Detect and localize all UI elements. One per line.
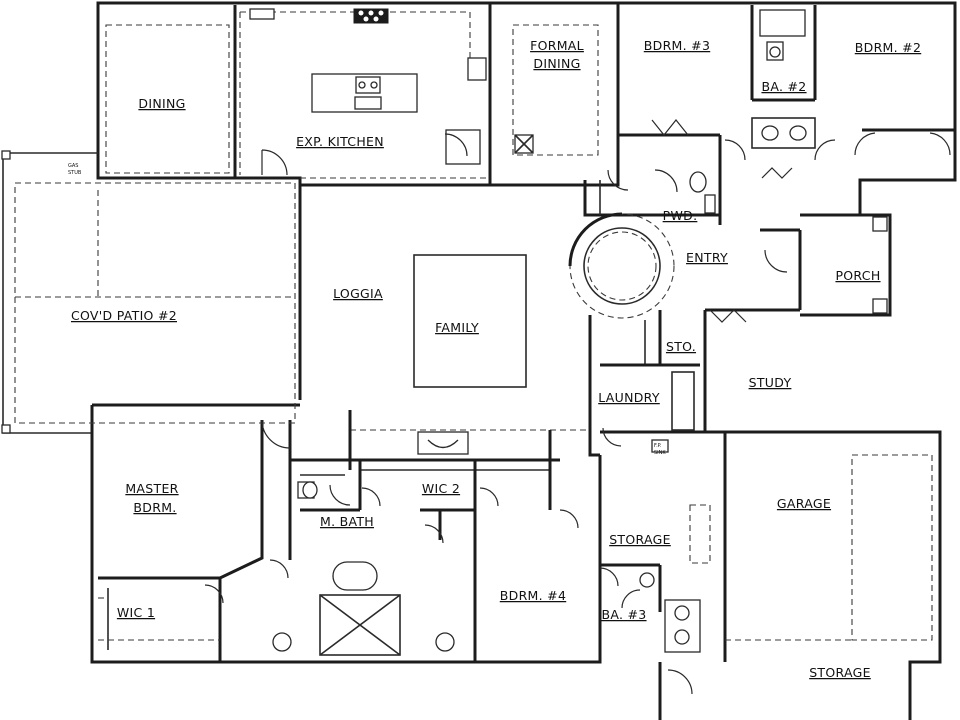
label-entry: ENTRY bbox=[686, 250, 728, 265]
label-laundry: LAUNDRY bbox=[598, 390, 660, 405]
label-storage-garage: STORAGE bbox=[809, 665, 871, 680]
label-master-bath: M. BATH bbox=[320, 514, 374, 529]
label-master-1: MASTER bbox=[125, 481, 178, 496]
room-labels: DINING EXP. KITCHEN FORMAL DINING BDRM. … bbox=[71, 38, 921, 680]
label-storage-mid: STORAGE bbox=[609, 532, 671, 547]
note-stub: STUB bbox=[68, 170, 82, 176]
label-wic-1: WIC 1 bbox=[117, 605, 155, 620]
family-fixtures bbox=[413, 254, 527, 455]
interior-walls bbox=[98, 5, 955, 662]
label-study: STUDY bbox=[749, 375, 792, 390]
label-kitchen: EXP. KITCHEN bbox=[296, 134, 384, 149]
label-bedroom-2: BDRM. #2 bbox=[855, 40, 921, 55]
label-formal-dining-2: DINING bbox=[533, 56, 580, 71]
doors bbox=[204, 119, 951, 695]
note-gas: GAS bbox=[68, 163, 78, 169]
label-bath-2: BA. #2 bbox=[761, 79, 806, 94]
note-fp: F.P. bbox=[654, 443, 662, 449]
label-storage-closet: STO. bbox=[666, 339, 696, 354]
label-covered-patio: COV'D PATIO #2 bbox=[71, 308, 177, 323]
note-sink: SINK bbox=[654, 450, 666, 456]
label-master-2: BDRM. bbox=[133, 500, 176, 515]
label-family: FAMILY bbox=[435, 320, 479, 335]
label-formal-dining-1: FORMAL bbox=[530, 38, 584, 53]
entry-rotunda bbox=[568, 212, 675, 319]
label-loggia: LOGGIA bbox=[333, 286, 383, 301]
label-wic-2: WIC 2 bbox=[422, 481, 460, 496]
label-bedroom-4: BDRM. #4 bbox=[500, 588, 566, 603]
bath-fixtures bbox=[272, 9, 807, 656]
label-porch: PORCH bbox=[835, 268, 880, 283]
label-bedroom-3: BDRM. #3 bbox=[644, 38, 710, 53]
label-dining: DINING bbox=[138, 96, 185, 111]
label-bath-3: BA. #3 bbox=[601, 607, 646, 622]
kitchen-fixtures bbox=[249, 8, 534, 165]
dashed-lines bbox=[14, 11, 599, 424]
label-garage: GARAGE bbox=[777, 496, 831, 511]
label-powder: PWD. bbox=[663, 208, 698, 223]
small-notes: GAS STUB F.P. SINK bbox=[68, 163, 666, 456]
